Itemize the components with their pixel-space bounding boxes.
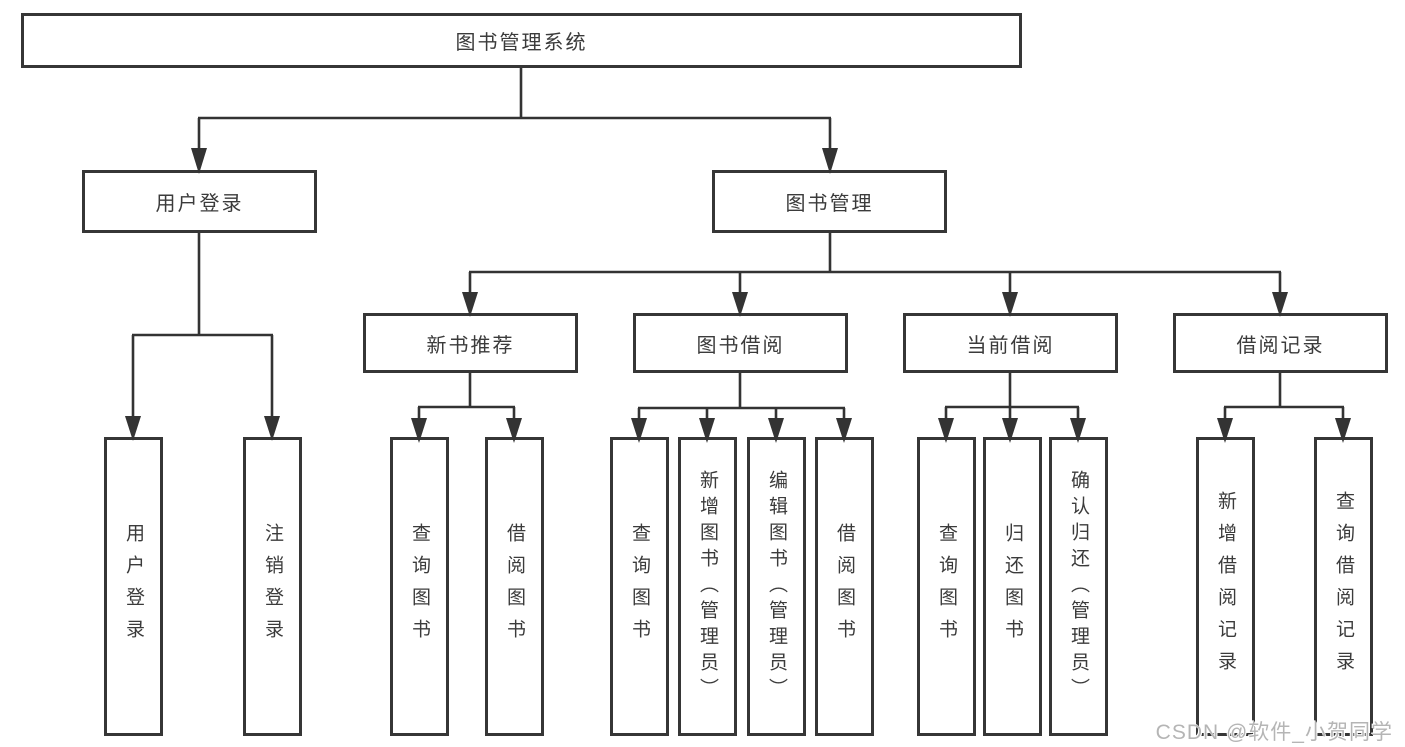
node-new-book-recommend: 新书推荐 xyxy=(363,313,578,373)
leaf-add-borrow-record-label: 新增借阅记录 xyxy=(1215,490,1236,683)
leaf-query-books-borrow: 查询图书 xyxy=(610,437,669,736)
node-user-login-branch: 用户登录 xyxy=(82,170,317,233)
leaf-add-borrow-record: 新增借阅记录 xyxy=(1196,437,1255,736)
node-borrow-records: 借阅记录 xyxy=(1173,313,1388,373)
leaf-user-login: 用户登录 xyxy=(104,437,163,736)
leaf-return-book-label: 归还图书 xyxy=(1002,522,1023,651)
node-borrow-records-label: 借阅记录 xyxy=(1236,334,1325,357)
leaf-query-books-current: 查询图书 xyxy=(917,437,976,736)
leaf-query-books-borrow-label: 查询图书 xyxy=(629,522,650,651)
node-root-label: 图书管理系统 xyxy=(455,32,588,54)
node-root: 图书管理系统 xyxy=(21,13,1022,68)
leaf-logout: 注销登录 xyxy=(243,437,302,736)
node-current-borrow: 当前借阅 xyxy=(903,313,1118,373)
leaf-query-books-recommend-label: 查询图书 xyxy=(409,522,430,651)
leaf-user-login-label: 用户登录 xyxy=(123,522,144,651)
csdn-watermark: CSDN @软件_小贺同学 xyxy=(1155,721,1393,744)
node-book-borrow-label: 图书借阅 xyxy=(696,334,785,357)
leaf-query-books-recommend: 查询图书 xyxy=(390,437,449,736)
node-new-book-recommend-label: 新书推荐 xyxy=(426,334,515,357)
leaf-confirm-return-admin: 确认归还（管理员） xyxy=(1049,437,1108,736)
node-current-borrow-label: 当前借阅 xyxy=(966,334,1055,357)
leaf-return-book: 归还图书 xyxy=(983,437,1042,736)
node-book-management-label: 图书管理 xyxy=(785,193,874,215)
leaf-add-book-admin-label: 新增图书（管理员） xyxy=(697,469,718,704)
leaf-borrow-books-borrow-label: 借阅图书 xyxy=(834,522,855,651)
leaf-borrow-books-borrow: 借阅图书 xyxy=(815,437,874,736)
leaf-borrow-books-recommend-label: 借阅图书 xyxy=(504,522,525,651)
leaf-query-borrow-record: 查询借阅记录 xyxy=(1314,437,1373,736)
leaf-edit-book-admin-label: 编辑图书（管理员） xyxy=(766,469,787,704)
leaf-logout-label: 注销登录 xyxy=(262,522,283,651)
leaf-query-borrow-record-label: 查询借阅记录 xyxy=(1333,490,1354,683)
node-user-login-branch-label: 用户登录 xyxy=(155,193,244,215)
leaf-add-book-admin: 新增图书（管理员） xyxy=(678,437,737,736)
leaf-borrow-books-recommend: 借阅图书 xyxy=(485,437,544,736)
node-book-borrow: 图书借阅 xyxy=(633,313,848,373)
leaf-confirm-return-admin-label: 确认归还（管理员） xyxy=(1068,469,1089,704)
leaf-query-books-current-label: 查询图书 xyxy=(936,522,957,651)
leaf-edit-book-admin: 编辑图书（管理员） xyxy=(747,437,806,736)
node-book-management: 图书管理 xyxy=(712,170,947,233)
